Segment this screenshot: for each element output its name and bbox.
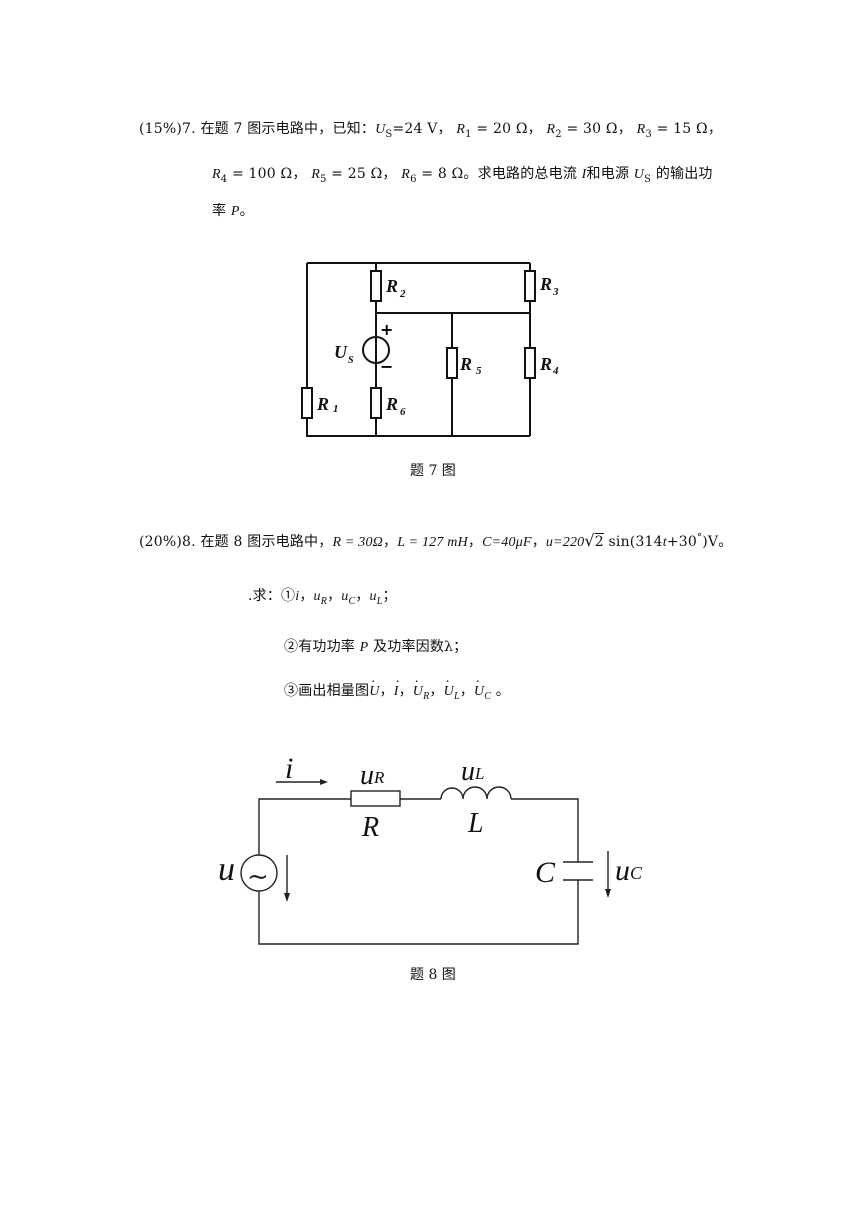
r3-label: R3 [539,274,559,298]
ur-label: uR [360,760,385,791]
ul-label: uL [461,756,484,787]
problem7-line3: 率 P。 [212,203,254,219]
l-label: L [467,808,484,839]
left-top-wire [258,798,351,855]
figure7-caption: 题 7 图 [410,463,456,479]
c-label: C [535,856,556,889]
i-label: i [285,752,293,785]
problem8-line4: ③画出相量图U，I，UR，UL，UC 。 [284,675,510,702]
plus-sign: + [380,320,393,339]
voltage-source-icon [362,336,390,364]
r5-resistor [446,347,458,379]
figure8-caption: 题 8 图 [410,967,456,983]
r2-resistor [370,270,382,302]
resistor-r [350,790,401,807]
r3-resistor [524,270,536,302]
r4-label: R4 [539,354,559,377]
u-label: u [218,851,235,888]
right-top-wire [511,798,579,862]
us-label: US [334,342,354,366]
uc-arrow-icon [605,889,611,898]
bottom-wire [306,263,530,437]
uc-label: uC [615,854,643,887]
tilde-icon: ~ [247,862,269,892]
r4-resistor [524,347,536,379]
bottom-wire [258,880,579,945]
ac-source-icon [240,854,278,892]
r-label: R [361,812,379,843]
u-arrow-icon [284,893,290,902]
problem8-line2: .求：①i，uR，uC，uL； [248,588,397,607]
r6-resistor [370,387,382,419]
problem7-line2: R4 = 100 Ω， R5 = 25 Ω， R6 = 8 Ω。求电路的总电流 … [212,166,713,185]
problem8-line1: (20%)8. 在题 8 图示电路中，R = 30Ω，L = 127 mH，C=… [139,531,733,550]
inductor-l [440,786,512,800]
problem7-line1: (15%)7. 在题 7 图示电路中，已知：US=24 V， R1 = 20 Ω… [139,121,723,140]
minus-sign: − [380,357,393,376]
current-arrow-icon [320,779,328,785]
problem8-line3: ②有功功率 P 及功率因数λ； [284,639,468,655]
r1-resistor [301,387,313,419]
